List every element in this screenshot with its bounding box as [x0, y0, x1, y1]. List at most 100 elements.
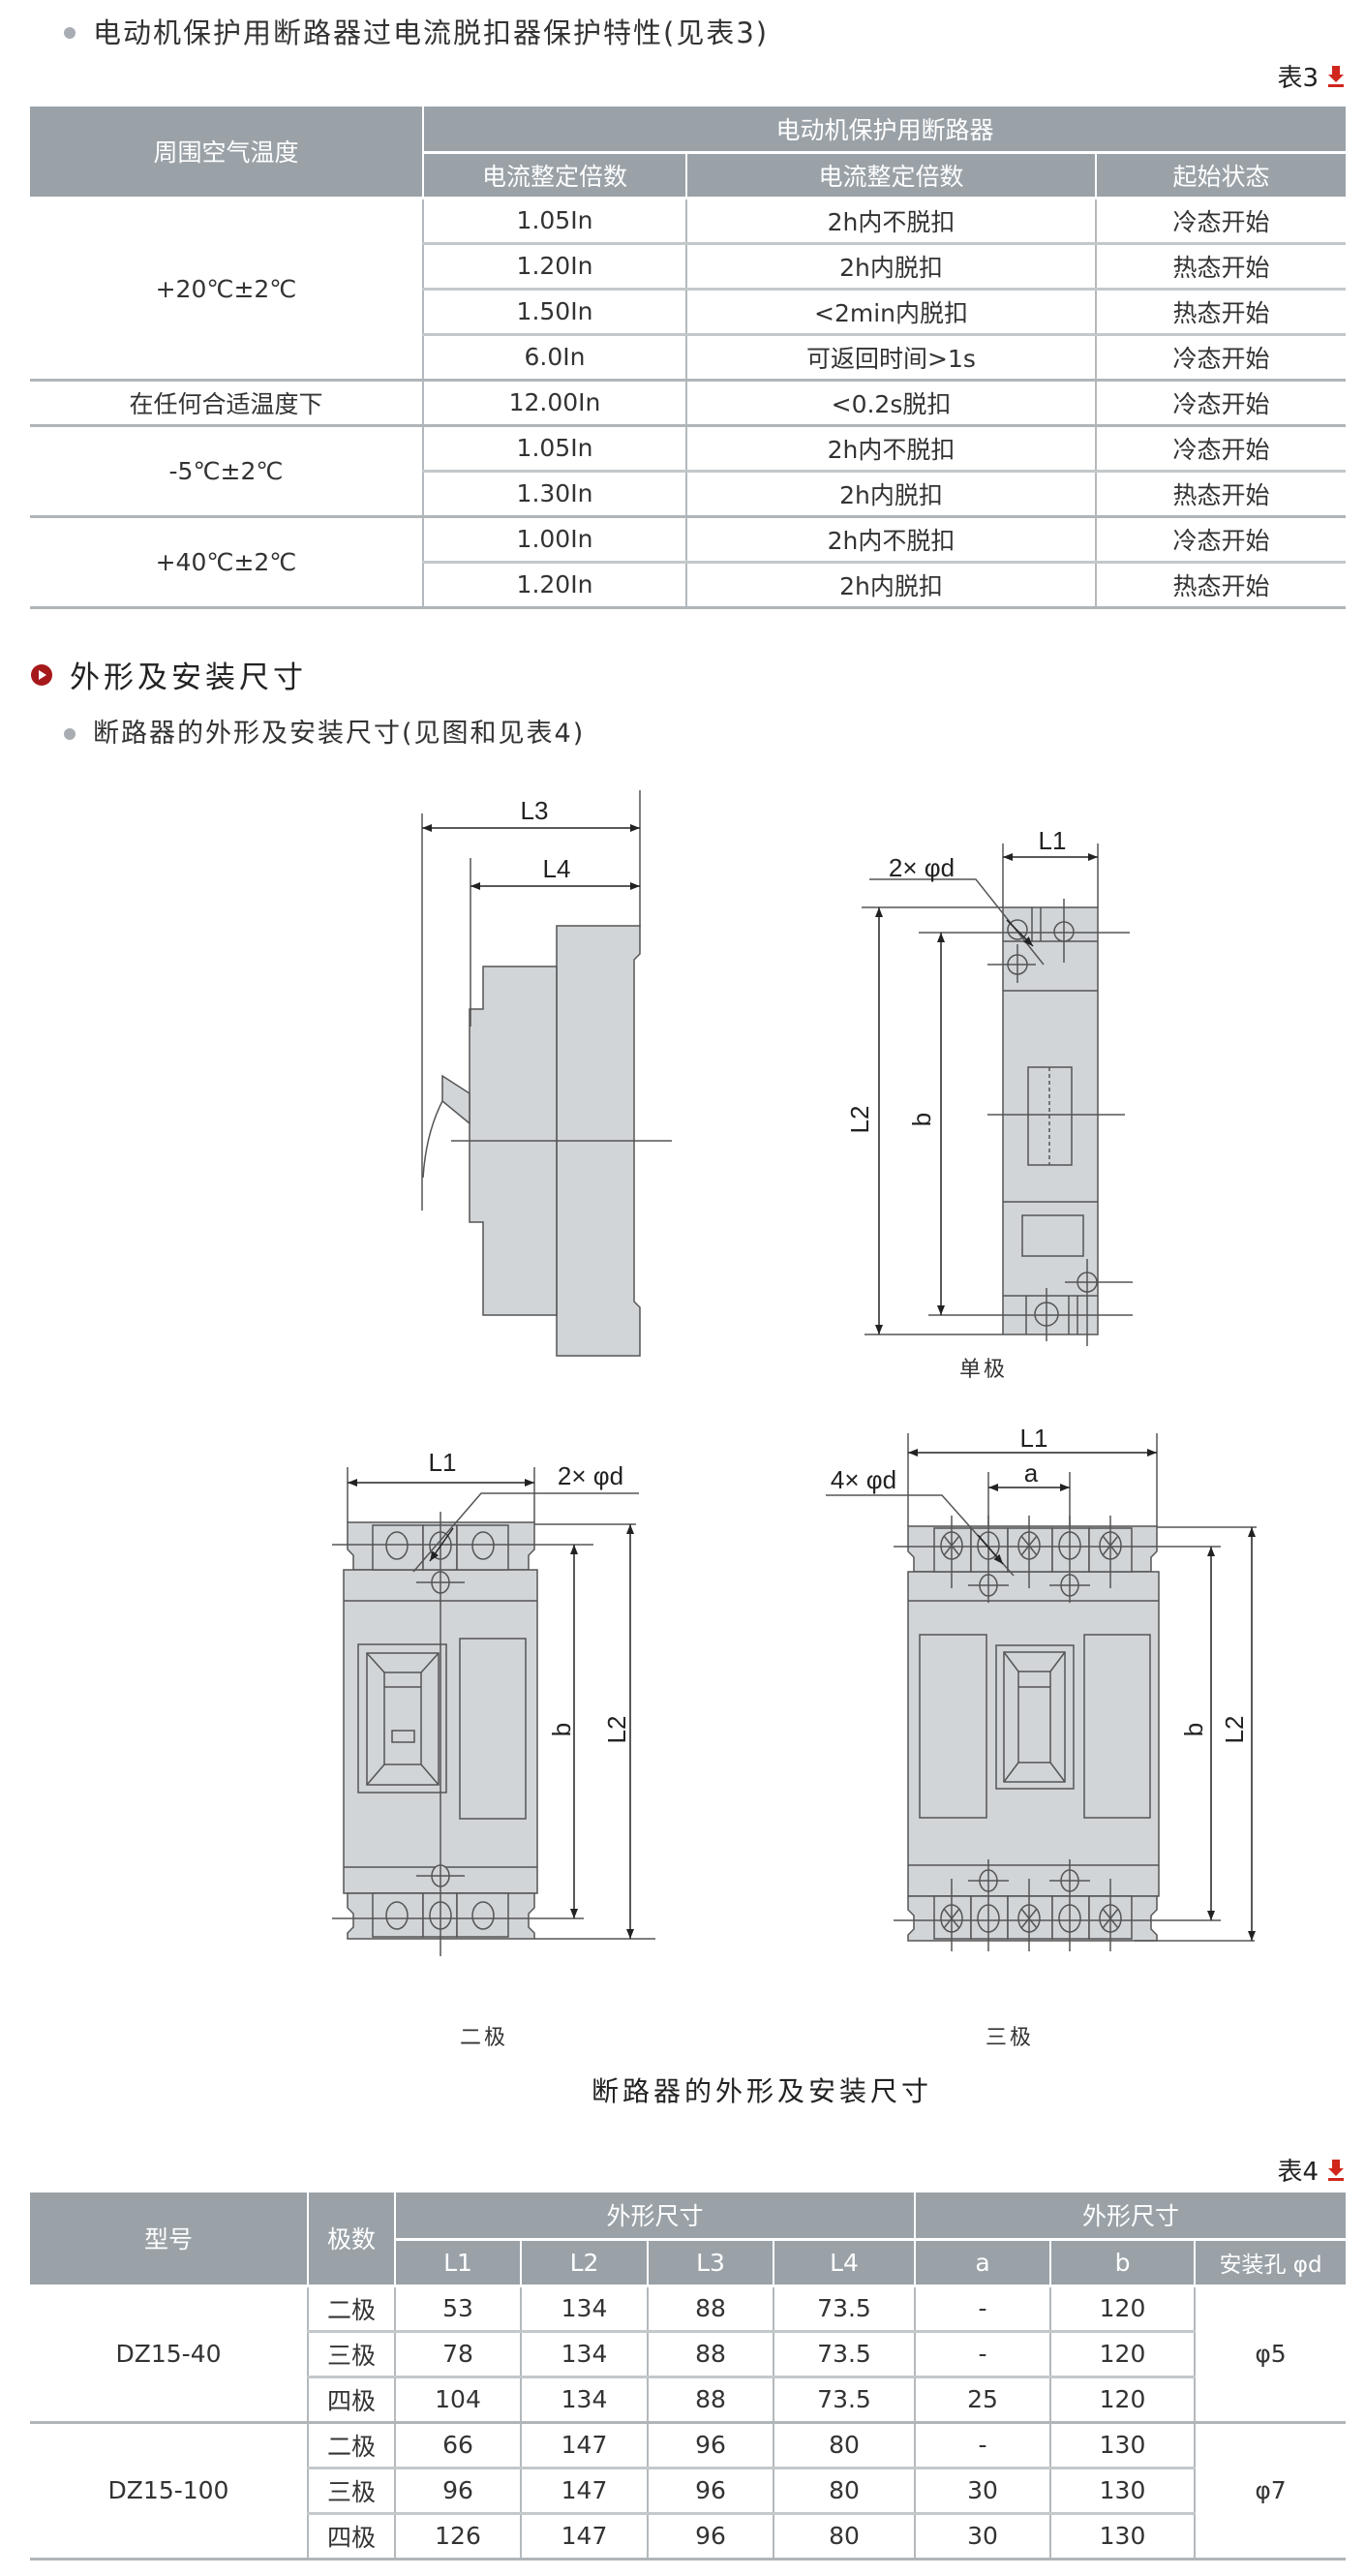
dim-label-L1: L1	[429, 1448, 457, 1477]
result-cell: 2h内不脱扣	[685, 198, 1097, 245]
single-pole-drawing	[862, 843, 1133, 1346]
table4-label: 表4	[1277, 2152, 1344, 2188]
result-cell: 2h内不脱扣	[685, 425, 1097, 473]
poles-cell: 二极	[307, 2285, 396, 2333]
L1-cell: 53	[394, 2285, 522, 2333]
state-cell: 冷态开始	[1094, 198, 1347, 245]
dim-label-holes: 4× φd	[831, 1465, 896, 1494]
poles-cell: 四极	[308, 2377, 396, 2424]
bullet-dot	[64, 728, 76, 740]
state-cell: 冷态开始	[1094, 425, 1347, 473]
state-cell: 冷态开始	[1094, 334, 1347, 382]
poles-cell: 三极	[308, 2331, 396, 2378]
dim-label-holes: 2× φd	[889, 853, 955, 882]
L4-cell: 73.5	[772, 2377, 917, 2424]
L2-cell: 134	[520, 2377, 649, 2424]
header-current-multiple-2: 电流整定倍数	[685, 152, 1097, 199]
temp-cell: +20℃±2℃	[30, 198, 424, 382]
dim-label-b: b	[547, 1723, 576, 1736]
L2-cell: 147	[520, 2422, 649, 2469]
table-row: +40℃±2℃ 1.00In 2h内不脱扣 冷态开始	[30, 516, 1347, 609]
dim-label-L1: L1	[1020, 1424, 1048, 1453]
L1-cell: 126	[394, 2513, 522, 2561]
header-dimensions-1: 外形尺寸	[393, 2193, 917, 2241]
L3-cell: 88	[647, 2331, 774, 2378]
dim-label-b: b	[1179, 1723, 1208, 1736]
header-current-multiple: 电流整定倍数	[422, 152, 687, 199]
dim-label-L2: L2	[1220, 1716, 1249, 1744]
table4-label-text: 表4	[1277, 2158, 1319, 2187]
table-row: 1.20In 2h内脱扣 热态开始	[30, 562, 1347, 609]
result-cell: 2h内脱扣	[685, 471, 1097, 518]
dim-label-L2: L2	[845, 1106, 874, 1134]
L1-cell: 96	[394, 2468, 522, 2515]
dim-label-holes: 2× φd	[558, 1461, 623, 1490]
dim-label-L1: L1	[1039, 826, 1067, 855]
L4-cell: 73.5	[772, 2285, 917, 2333]
L4-cell: 80	[772, 2513, 917, 2561]
table-row: -5℃±2℃ 1.05In 2h内不脱扣 冷态开始	[30, 425, 1347, 518]
bullet-dot	[64, 27, 76, 39]
multiple-cell: 1.05In	[422, 198, 687, 245]
result-cell: 2h内脱扣	[685, 562, 1097, 609]
result-cell: 2h内不脱扣	[685, 516, 1097, 564]
two-pole-label: 二极	[459, 2026, 509, 2050]
temp-cell: -5℃±2℃	[30, 425, 424, 518]
poles-cell: 四极	[308, 2513, 396, 2561]
single-pole-label: 单极	[958, 1358, 1009, 1382]
header-ambient-temp: 周围空气温度	[30, 107, 424, 199]
mount-hole-cell: φ5	[1194, 2285, 1347, 2424]
dim-label-a: a	[1024, 1458, 1039, 1487]
a-cell: 30	[914, 2468, 1052, 2515]
result-cell: <0.2s脱扣	[685, 380, 1097, 427]
table-row: 1.30In 2h内脱扣 热态开始	[30, 471, 1347, 518]
result-cell: 2h内脱扣	[685, 243, 1097, 291]
download-icon[interactable]	[1328, 65, 1344, 87]
b-cell: 120	[1049, 2285, 1197, 2333]
state-cell: 热态开始	[1094, 562, 1347, 609]
table4-dimensions: 型号 极数 外形尺寸 外形尺寸 L1 L2 L3 L4 a b 安装孔 φd D…	[30, 2193, 1347, 2561]
header-L3: L3	[647, 2239, 774, 2287]
side-view-drawing	[421, 790, 672, 1357]
L3-cell: 96	[647, 2513, 774, 2561]
state-cell: 冷态开始	[1094, 516, 1347, 564]
multiple-cell: 1.00In	[422, 516, 687, 564]
figure-caption: 断路器的外形及安装尺寸	[591, 2075, 933, 2107]
multiple-cell: 1.20In	[423, 562, 687, 609]
three-pole-label: 三极	[985, 2026, 1035, 2050]
temp-cell: 在任何合适温度下	[30, 380, 424, 427]
L2-cell: 147	[520, 2513, 649, 2561]
download-icon[interactable]	[1328, 2159, 1344, 2181]
play-circle-icon	[31, 663, 52, 686]
dim-label-L3: L3	[521, 796, 549, 825]
L3-cell: 96	[647, 2468, 774, 2515]
a-cell: 25	[914, 2377, 1052, 2424]
header-L2: L2	[520, 2239, 649, 2287]
multiple-cell: 6.0In	[423, 334, 687, 382]
table3-label: 表3	[1277, 58, 1344, 94]
multiple-cell: 12.00In	[422, 380, 687, 427]
state-cell: 热态开始	[1094, 243, 1347, 291]
state-cell: 冷态开始	[1094, 380, 1347, 427]
table-row: 1.50In <2min内脱扣 热态开始	[30, 289, 1347, 336]
b-cell: 130	[1049, 2422, 1197, 2469]
dim-label-b: b	[907, 1113, 936, 1126]
b-cell: 130	[1049, 2513, 1196, 2561]
model-cell: DZ15-40	[30, 2285, 309, 2424]
L4-cell: 80	[772, 2468, 917, 2515]
L2-cell: 134	[520, 2285, 649, 2333]
header-b: b	[1049, 2239, 1197, 2287]
b-cell: 120	[1049, 2377, 1196, 2424]
header-model: 型号	[30, 2193, 309, 2287]
result-cell: 可返回时间>1s	[685, 334, 1097, 382]
L1-cell: 78	[394, 2331, 522, 2378]
L2-cell: 147	[520, 2468, 649, 2515]
dim-label-L4: L4	[543, 854, 571, 883]
L3-cell: 88	[647, 2285, 774, 2333]
multiple-cell: 1.20In	[423, 243, 687, 291]
dim-label-L2: L2	[602, 1716, 631, 1744]
L4-cell: 80	[772, 2422, 917, 2469]
